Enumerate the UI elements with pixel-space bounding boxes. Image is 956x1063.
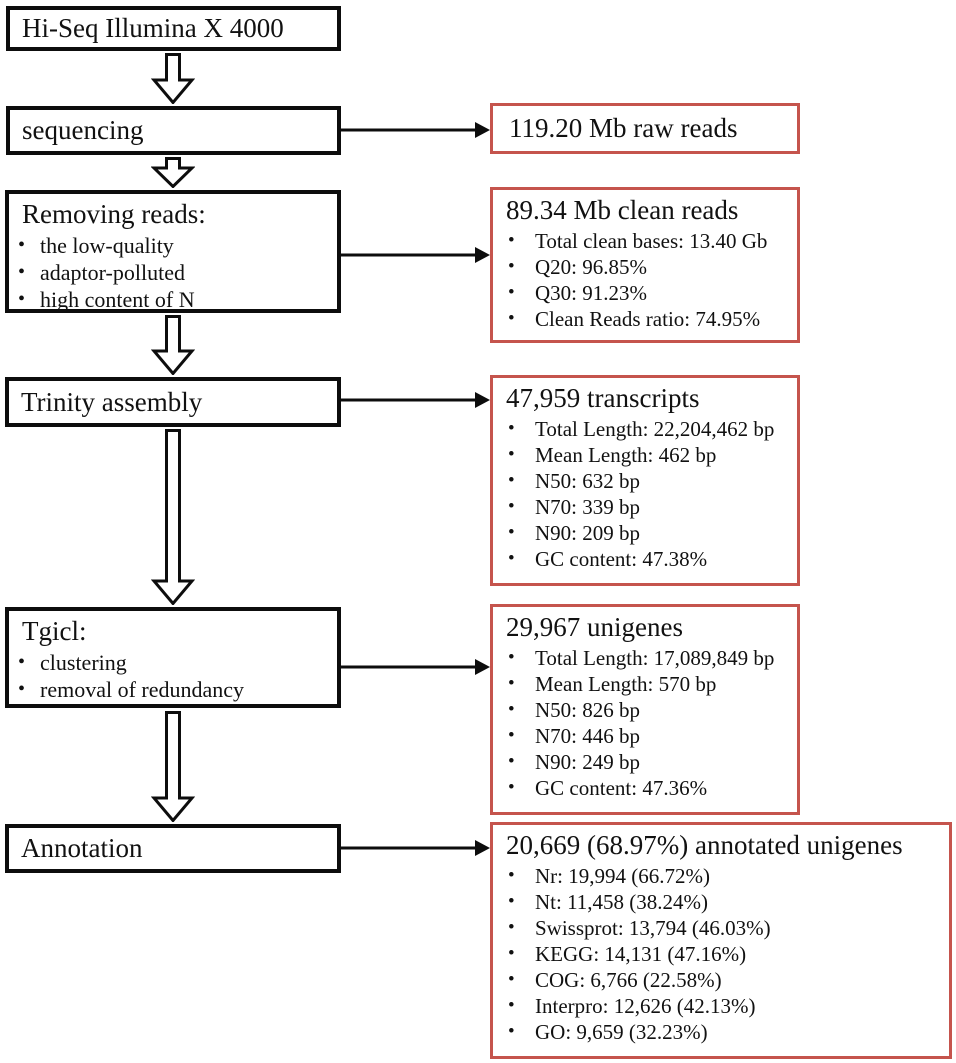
down-arrow-icon <box>151 429 195 605</box>
process-title: Removing reads: <box>22 199 206 229</box>
right-arrow-icon <box>341 119 490 141</box>
bullet-item: N90: 209 bp <box>493 520 797 546</box>
down-arrow-icon <box>151 315 195 375</box>
bullet-item: N50: 632 bp <box>493 468 797 494</box>
process-title: Tgicl: <box>22 616 87 646</box>
down-arrow-icon <box>151 53 195 104</box>
result-box-raw-reads: 119.20 Mb raw reads <box>490 103 800 154</box>
bullet-item: Q20: 96.85% <box>493 254 797 280</box>
bullet-item: Nt: 11,458 (38.24%) <box>493 889 949 915</box>
bullet-item: Total clean bases: 13.40 Gb <box>493 228 797 254</box>
bullet-item: the low-quality <box>9 232 337 259</box>
result-title: 20,669 (68.97%) annotated unigenes <box>506 830 903 860</box>
result-title: 47,959 transcripts <box>506 383 700 413</box>
bullet-item: Clean Reads ratio: 74.95% <box>493 306 797 332</box>
process-title: Trinity assembly <box>21 386 203 417</box>
result-box-clean-reads: 89.34 Mb clean reads Total clean bases: … <box>490 187 800 343</box>
bullet-item: Swissprot: 13,794 (46.03%) <box>493 915 949 941</box>
process-box-tgicl: Tgicl: clustering removal of redundancy <box>5 607 341 708</box>
process-box-hiseq-illumina: Hi-Seq Illumina X 4000 <box>6 6 341 51</box>
bullet-item: Nr: 19,994 (66.72%) <box>493 863 949 889</box>
process-title: Hi-Seq Illumina X 4000 <box>22 13 284 43</box>
bullet-item: adaptor-polluted <box>9 259 337 286</box>
result-title: 119.20 Mb raw reads <box>509 113 738 143</box>
bullet-item: N50: 826 bp <box>493 697 797 723</box>
result-title: 29,967 unigenes <box>506 612 683 642</box>
bullet-item: GO: 9,659 (32.23%) <box>493 1019 949 1045</box>
bullet-item: removal of redundancy <box>9 676 337 703</box>
bullet-item: high content of N <box>9 286 337 313</box>
bullet-item: N70: 339 bp <box>493 494 797 520</box>
down-arrow-icon <box>151 157 195 188</box>
result-bullet-list: Total clean bases: 13.40 Gb Q20: 96.85% … <box>493 228 797 332</box>
right-arrow-icon <box>341 837 490 859</box>
process-box-annotation: Annotation <box>5 824 341 873</box>
process-box-sequencing: sequencing <box>6 106 341 155</box>
bullet-item: clustering <box>9 649 337 676</box>
process-title: Annotation <box>21 833 143 863</box>
bullet-item: GC content: 47.38% <box>493 546 797 572</box>
right-arrow-icon <box>341 244 490 266</box>
bullet-item: Mean Length: 570 bp <box>493 671 797 697</box>
result-title: 89.34 Mb clean reads <box>506 195 739 225</box>
bullet-item: COG: 6,766 (22.58%) <box>493 967 949 993</box>
result-bullet-list: Total Length: 17,089,849 bp Mean Length:… <box>493 645 797 801</box>
result-bullet-list: Nr: 19,994 (66.72%) Nt: 11,458 (38.24%) … <box>493 863 949 1045</box>
bullet-item: Mean Length: 462 bp <box>493 442 797 468</box>
bullet-item: N90: 249 bp <box>493 749 797 775</box>
bullet-item: Interpro: 12,626 (42.13%) <box>493 993 949 1019</box>
bullet-item: Total Length: 17,089,849 bp <box>493 645 797 671</box>
bullet-item: N70: 446 bp <box>493 723 797 749</box>
result-box-annotated-unigenes: 20,669 (68.97%) annotated unigenes Nr: 1… <box>490 822 952 1059</box>
process-box-trinity-assembly: Trinity assembly <box>5 377 341 427</box>
result-box-transcripts: 47,959 transcripts Total Length: 22,204,… <box>490 375 800 586</box>
process-box-removing-reads: Removing reads: the low-quality adaptor-… <box>5 190 341 313</box>
bullet-item: Total Length: 22,204,462 bp <box>493 416 797 442</box>
right-arrow-icon <box>341 656 490 678</box>
bullet-item: KEGG: 14,131 (47.16%) <box>493 941 949 967</box>
process-bullet-list: the low-quality adaptor-polluted high co… <box>9 232 337 313</box>
right-arrow-icon <box>341 389 490 411</box>
down-arrow-icon <box>151 711 195 822</box>
bullet-item: GC content: 47.36% <box>493 775 797 801</box>
process-title: sequencing <box>22 115 144 145</box>
process-bullet-list: clustering removal of redundancy <box>9 649 337 703</box>
result-bullet-list: Total Length: 22,204,462 bp Mean Length:… <box>493 416 797 572</box>
bullet-item: Q30: 91.23% <box>493 280 797 306</box>
result-box-unigenes: 29,967 unigenes Total Length: 17,089,849… <box>490 604 800 815</box>
